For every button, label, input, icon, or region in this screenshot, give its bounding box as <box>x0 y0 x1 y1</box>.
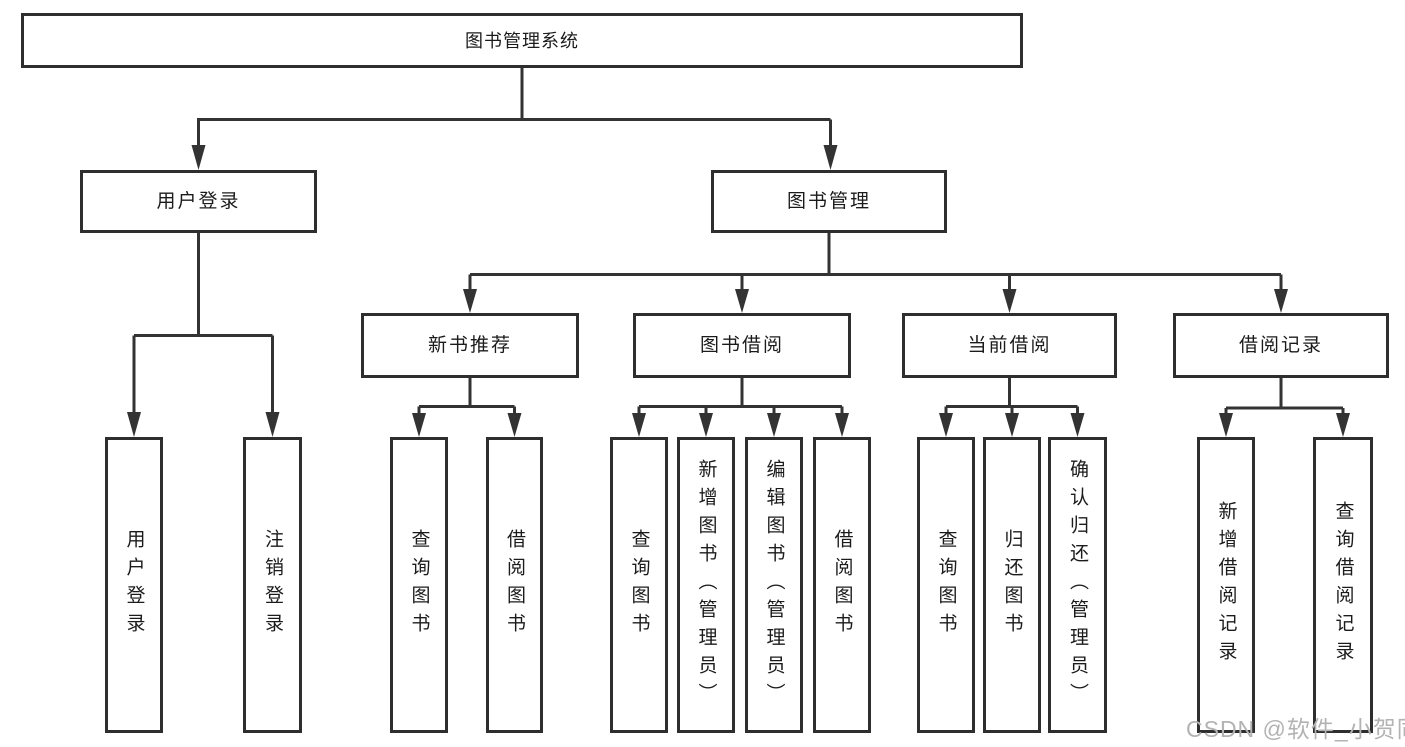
leaf-query-books-borrow: 查询图书 <box>610 437 668 733</box>
node-new-book-recommend-label: 新书推荐 <box>427 335 512 356</box>
leaf-edit-books-admin: 编辑图书（管理员） <box>745 437 803 733</box>
node-user-login-module: 用户登录 <box>80 170 317 233</box>
node-borrowing-records-label: 借阅记录 <box>1238 335 1323 356</box>
arrowheads-level4 <box>412 413 1350 437</box>
leaf-borrow-books-label: 借阅图书 <box>831 529 853 641</box>
leaf-query-books-current-label: 查询图书 <box>935 529 957 641</box>
leaf-borrow-books-recommend-label: 借阅图书 <box>504 529 525 641</box>
leaf-query-books-recommend: 查询图书 <box>390 437 448 733</box>
leaf-user-login: 用户登录 <box>105 437 163 733</box>
node-root-system-label: 图书管理系统 <box>465 30 579 51</box>
leaf-user-login-label: 用户登录 <box>123 529 145 641</box>
connector-records-branch <box>1224 378 1345 416</box>
leaf-query-books-recommend-label: 查询图书 <box>408 529 430 641</box>
leaf-add-borrow-record-label: 新增借阅记录 <box>1215 501 1237 669</box>
connector-bookmgmt-branch <box>468 233 1283 291</box>
leaf-borrow-books: 借阅图书 <box>813 437 871 733</box>
connector-root-to-level2 <box>197 68 832 147</box>
leaf-query-borrow-record-label: 查询借阅记录 <box>1332 501 1354 669</box>
connector-borrow-branch <box>637 378 844 416</box>
connector-userlogin-branch <box>132 233 274 414</box>
csdn-watermark: CSDN @软件_小贺同学 <box>1186 716 1405 742</box>
node-book-management-module: 图书管理 <box>711 170 947 233</box>
leaf-add-books-admin: 新增图书（管理员） <box>677 437 735 733</box>
node-book-borrowing-label: 图书借阅 <box>699 335 784 356</box>
leaf-add-borrow-record: 新增借阅记录 <box>1197 437 1255 733</box>
connector-current-branch <box>944 378 1079 416</box>
leaf-logout-label: 注销登录 <box>262 529 283 641</box>
leaf-add-books-admin-label: 新增图书（管理员） <box>695 459 717 711</box>
node-current-borrowing-label: 当前借阅 <box>967 335 1052 356</box>
arrowheads-level3 <box>463 289 1288 313</box>
node-root-system: 图书管理系统 <box>21 13 1023 68</box>
leaf-query-books-borrow-label: 查询图书 <box>628 529 650 641</box>
leaf-edit-books-admin-label: 编辑图书（管理员） <box>763 459 785 711</box>
node-new-book-recommend: 新书推荐 <box>361 313 579 378</box>
node-book-borrowing: 图书借阅 <box>633 313 851 378</box>
leaf-query-borrow-record: 查询借阅记录 <box>1313 437 1373 733</box>
node-current-borrowing: 当前借阅 <box>902 313 1117 378</box>
arrowheads-level2 <box>191 145 838 170</box>
arrowheads-userlogin-children <box>127 412 280 437</box>
leaf-logout: 注销登录 <box>243 437 302 733</box>
leaf-confirm-return-admin: 确认归还（管理员） <box>1048 437 1107 733</box>
leaf-query-books-current: 查询图书 <box>917 437 975 733</box>
node-borrowing-records: 借阅记录 <box>1173 313 1389 378</box>
node-book-management-module-label: 图书管理 <box>786 191 871 212</box>
leaf-confirm-return-admin-label: 确认归还（管理员） <box>1067 459 1088 711</box>
leaf-return-books: 归还图书 <box>983 437 1041 733</box>
leaf-borrow-books-recommend: 借阅图书 <box>486 437 543 733</box>
node-user-login-module-label: 用户登录 <box>156 191 241 212</box>
connector-newbooks-branch <box>417 378 516 416</box>
leaf-return-books-label: 归还图书 <box>1001 529 1023 641</box>
